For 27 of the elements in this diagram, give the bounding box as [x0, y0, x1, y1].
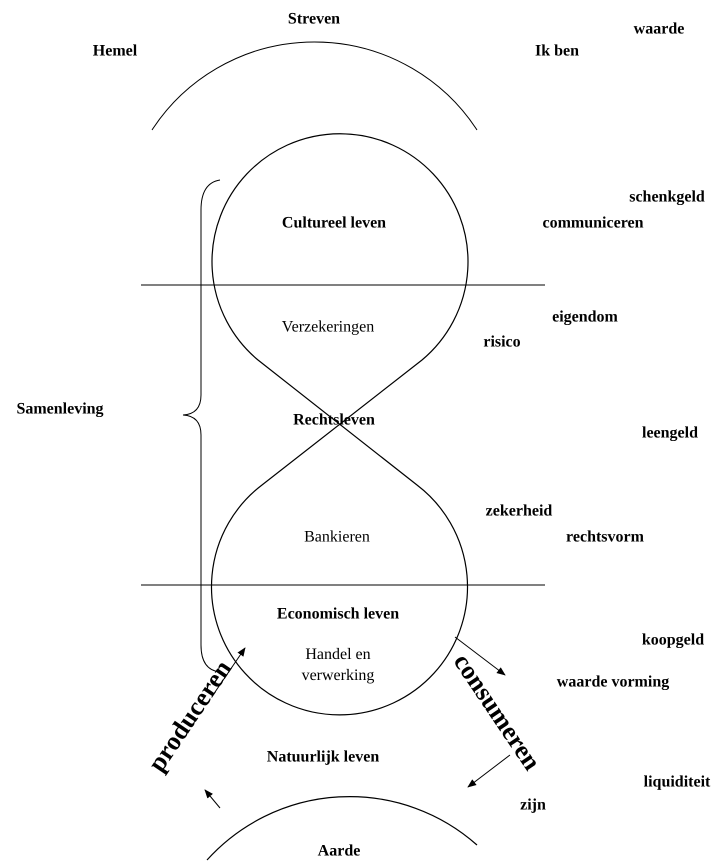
body-text: Verzekeringen	[282, 318, 374, 338]
label-text: waarde vorming	[556, 672, 670, 693]
label-text: schenkgeld	[629, 188, 705, 208]
label-text: Hemel	[92, 42, 138, 62]
label-text: Natuurlijk leven	[266, 748, 380, 768]
arrow	[212, 647, 246, 696]
label-text: communiceren	[542, 214, 644, 234]
label-text: rechtsvorm	[566, 528, 644, 548]
heading-text: Economisch leven	[276, 604, 400, 625]
label-text: leengeld	[642, 424, 698, 444]
body-text: Bankieren	[304, 528, 370, 548]
body-text: Handel en verwerking	[300, 645, 376, 686]
label-text: Samenleving	[16, 400, 104, 420]
label-text: liquiditeit	[644, 772, 710, 793]
label-text: koopgeld	[642, 630, 704, 651]
heading-text: Aarde	[318, 842, 360, 862]
label-text: Ik ben	[534, 42, 580, 62]
label-text: zekerheid	[486, 502, 552, 522]
label-text: waarde	[634, 20, 684, 40]
arrow	[467, 754, 510, 788]
label-text: Streven	[288, 10, 340, 30]
label-text: zijn	[520, 796, 546, 816]
arrow	[204, 789, 220, 808]
heading-text: Cultureel leven	[282, 214, 386, 234]
label-text: risico	[483, 332, 521, 353]
arrow	[454, 636, 506, 676]
label-text: eigendom	[552, 308, 618, 328]
